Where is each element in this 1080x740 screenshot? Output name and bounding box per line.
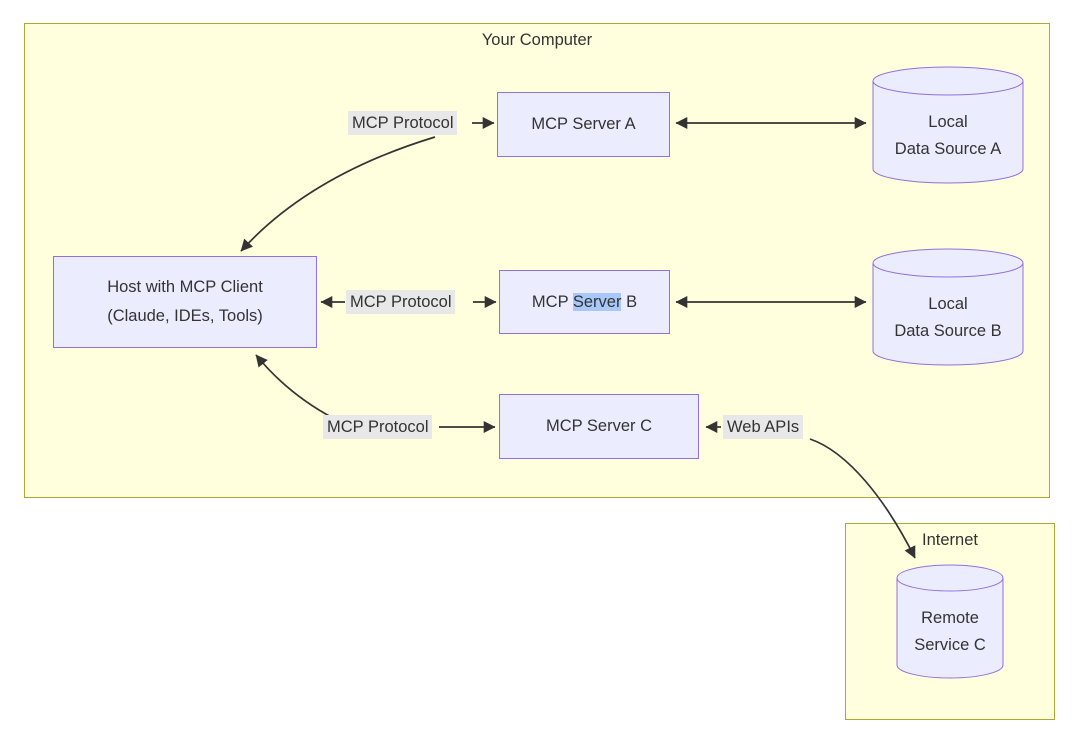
server-b-label-prefix: MCP — [531, 292, 573, 311]
data-a-label-line2: Data Source A — [894, 140, 1002, 158]
node-local-data-source-a: Local Data Source A — [872, 66, 1024, 184]
host-label-line1: Host with MCP Client — [107, 278, 263, 296]
remote-label-line2: Service C — [914, 635, 986, 654]
edge-label-web-apis: Web APIs — [723, 415, 804, 439]
server-c-label: MCP Server C — [545, 417, 653, 435]
node-local-data-source-b: Local Data Source B — [872, 248, 1024, 366]
server-b-label-selected-text: Server — [572, 292, 622, 311]
edge-label-mcp-protocol-c: MCP Protocol — [323, 415, 433, 439]
node-mcp-server-a: MCP Server A — [497, 92, 670, 157]
server-a-label: MCP Server A — [531, 115, 636, 133]
node-remote-service-c: Remote Service C — [896, 564, 1004, 679]
node-host: Host with MCP Client (Claude, IDEs, Tool… — [53, 256, 317, 348]
data-b-label-line1: Local — [928, 295, 968, 313]
your-computer-title: Your Computer — [481, 31, 593, 49]
server-b-label-suffix: B — [621, 292, 638, 311]
data-b-label-line2: Data Source B — [894, 322, 1002, 340]
cylinder-shape-remote — [896, 564, 1004, 679]
cylinder-shape-a — [872, 66, 1024, 184]
data-a-label-line1: Local — [928, 113, 968, 131]
edge-label-mcp-protocol-a: MCP Protocol — [348, 111, 458, 135]
node-mcp-server-c: MCP Server C — [499, 394, 699, 459]
remote-label-line1: Remote — [921, 608, 979, 627]
internet-title: Internet — [922, 531, 978, 549]
node-mcp-server-b: MCP Server B — [499, 270, 670, 334]
edge-label-mcp-protocol-b: MCP Protocol — [346, 290, 456, 314]
cylinder-shape-b — [872, 248, 1024, 366]
host-label-line2: (Claude, IDEs, Tools) — [107, 307, 263, 325]
server-b-label: MCP Server B — [532, 288, 637, 317]
